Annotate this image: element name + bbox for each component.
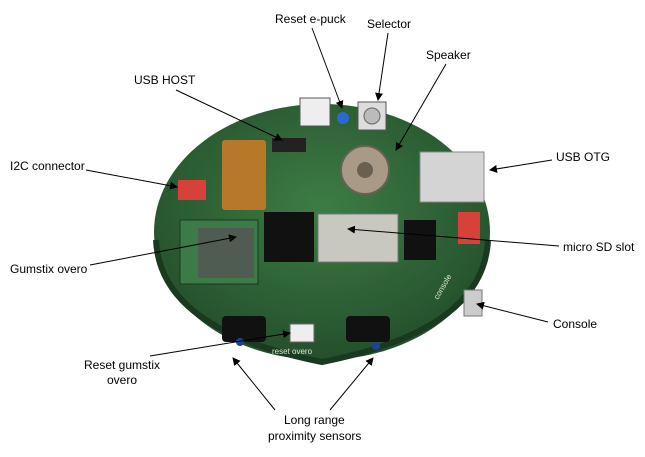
arrow-selector bbox=[375, 32, 389, 101]
reset-gumstix-button bbox=[289, 323, 315, 343]
arrow-proximity-left bbox=[232, 357, 276, 411]
label-usb-otg: USB OTG bbox=[556, 150, 610, 164]
micro-sd-slot bbox=[317, 213, 399, 263]
proximity-sensor-left-led bbox=[236, 338, 244, 346]
label-reset-gumstix-line2: overo bbox=[107, 373, 137, 387]
arrow-proximity-right bbox=[329, 357, 374, 411]
silkscreen-reset-overo: reset overo bbox=[272, 347, 313, 356]
arrow-reset-gumstix bbox=[149, 330, 291, 357]
speaker-center bbox=[357, 162, 373, 178]
usb-host-header bbox=[272, 138, 306, 152]
reset-epuck-button bbox=[299, 97, 331, 127]
arrow-micro-sd-slot bbox=[347, 225, 560, 247]
arrow-speaker bbox=[395, 63, 447, 151]
arrow-console bbox=[476, 301, 549, 323]
console-connector bbox=[463, 289, 483, 317]
arrow-usb-otg bbox=[489, 159, 553, 173]
label-proximity-line2: proximity sensors bbox=[268, 429, 361, 443]
label-gumstix-overo: Gumstix overo bbox=[10, 262, 88, 276]
chip-right bbox=[404, 220, 436, 260]
label-speaker: Speaker bbox=[426, 48, 471, 62]
label-usb-host: USB HOST bbox=[134, 73, 196, 87]
proximity-sensor-right-led bbox=[372, 342, 380, 350]
proximity-sensor-left bbox=[222, 316, 266, 342]
label-i2c-connector: I2C connector bbox=[10, 159, 85, 173]
label-reset-gumstix-line1: Reset gumstix bbox=[84, 358, 160, 372]
label-selector: Selector bbox=[367, 17, 411, 31]
selector-knob bbox=[363, 107, 381, 125]
usb-otg-connector bbox=[419, 151, 485, 203]
gumstix-chip bbox=[198, 228, 254, 278]
arrow-reset-epuck bbox=[311, 27, 344, 109]
reset-epuck-cap bbox=[337, 112, 349, 124]
label-console: Console bbox=[553, 317, 597, 331]
flex-cable bbox=[222, 140, 266, 210]
arrow-i2c-connector bbox=[85, 169, 178, 190]
i2c-connector bbox=[178, 180, 206, 200]
proximity-sensor-right bbox=[346, 316, 390, 342]
arrow-usb-host bbox=[175, 89, 283, 141]
label-proximity-line1: Long range bbox=[284, 413, 345, 427]
label-reset-epuck: Reset e-puck bbox=[275, 12, 347, 26]
arrow-gumstix-overo bbox=[89, 234, 237, 266]
chip bbox=[264, 212, 314, 262]
label-micro-sd-slot: micro SD slot bbox=[563, 240, 635, 254]
red-connector-right bbox=[458, 212, 480, 244]
